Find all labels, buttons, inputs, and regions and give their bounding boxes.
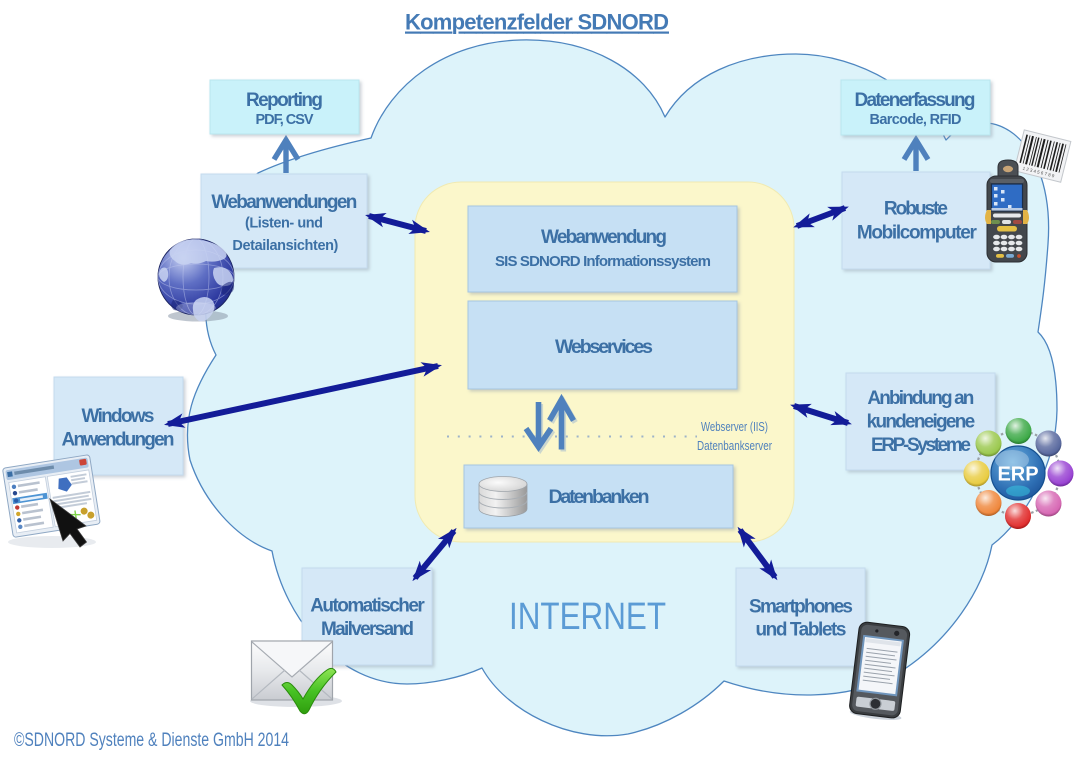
svg-text:Anwendungen: Anwendungen xyxy=(62,430,175,451)
svg-text:Smartphones: Smartphones xyxy=(749,597,853,618)
svg-text:©SDNORD Systeme & Dienste GmbH: ©SDNORD Systeme & Dienste GmbH 2014 xyxy=(14,730,289,751)
svg-text:Webservices: Webservices xyxy=(555,336,653,358)
svg-text:Reporting: Reporting xyxy=(246,90,323,111)
svg-text:Automatischer: Automatischer xyxy=(310,596,425,617)
svg-text:Webserver (IIS): Webserver (IIS) xyxy=(701,420,768,434)
svg-text:Mobilcomputer: Mobilcomputer xyxy=(857,222,978,243)
svg-text:kundeneigene: kundeneigene xyxy=(867,412,976,433)
svg-text:Barcode, RFID: Barcode, RFID xyxy=(870,112,962,128)
svg-text:und Tablets: und Tablets xyxy=(756,620,847,641)
svg-text:Datenbankserver: Datenbankserver xyxy=(697,439,772,453)
svg-text:Robuste: Robuste xyxy=(884,199,948,220)
svg-text:INTERNET: INTERNET xyxy=(509,594,666,637)
svg-text:ERP-Systeme: ERP-Systeme xyxy=(871,435,971,456)
svg-text:Datenbanken: Datenbanken xyxy=(549,486,650,508)
svg-text:Datenerfassung: Datenerfassung xyxy=(855,90,976,111)
svg-text:ERP: ERP xyxy=(997,464,1038,486)
svg-text:Detailansichten): Detailansichten) xyxy=(232,238,338,254)
svg-text:Webanwendung: Webanwendung xyxy=(541,227,667,248)
svg-text:PDF, CSV: PDF, CSV xyxy=(256,112,314,128)
svg-text:SIS SDNORD Informationssystem: SIS SDNORD Informationssystem xyxy=(495,253,711,270)
svg-text:Anbindung an: Anbindung an xyxy=(867,388,974,409)
svg-text:Mailversand: Mailversand xyxy=(321,619,414,640)
svg-text:Webanwendungen: Webanwendungen xyxy=(211,192,357,213)
svg-text:(Listen- und: (Listen- und xyxy=(245,216,323,232)
svg-text:Kompetenzfelder SDNORD: Kompetenzfelder SDNORD xyxy=(405,10,669,35)
svg-text:Windows: Windows xyxy=(82,406,155,427)
